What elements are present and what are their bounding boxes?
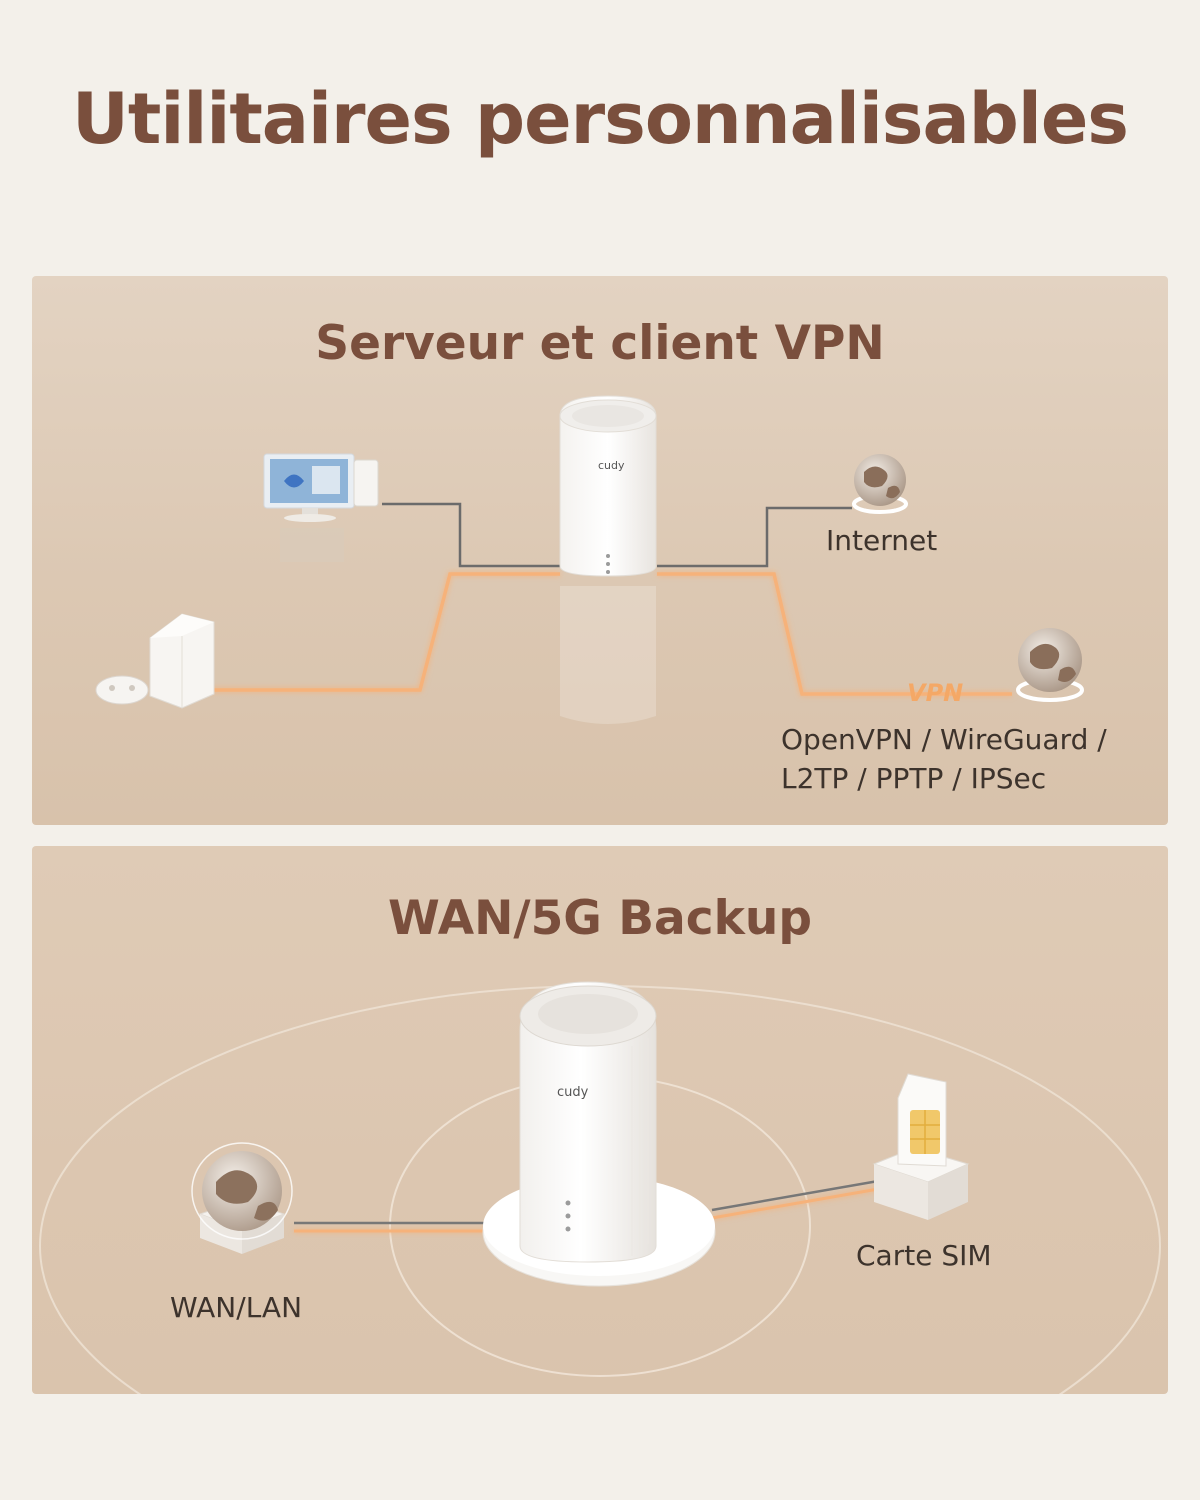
glow-cable-console <box>192 572 560 692</box>
vpn-panel-title: Serveur et client VPN <box>315 316 885 371</box>
svg-text:cudy: cudy <box>598 459 625 472</box>
wan-panel: WAN/5G Backup <box>32 846 1168 1394</box>
vpn-tag: VPN <box>907 679 963 707</box>
vpn-diagram: VPN cudy <box>95 395 1084 724</box>
cable-monitor-router <box>382 502 562 568</box>
glow-cable-vpn <box>657 572 1012 696</box>
page-title: Utilitaires personnalisables <box>72 78 1129 160</box>
router-icon: cudy <box>559 395 657 724</box>
wan-diagram: cudy <box>39 981 1161 1394</box>
sim-card-label: Carte SIM <box>856 1239 992 1272</box>
wan-lan-label: WAN/LAN <box>170 1291 303 1324</box>
wan-panel-title: WAN/5G Backup <box>387 891 812 946</box>
vpn-globe-icon <box>1016 628 1084 702</box>
svg-text:cudy: cudy <box>557 1085 589 1100</box>
pc-icon <box>263 453 379 562</box>
vpn-protocols-label: OpenVPN / WireGuard / L2TP / PPTP / IPSe… <box>781 720 1107 798</box>
cable-router-sim <box>711 1178 885 1212</box>
vpn-panel: Serveur et client VPN VPN <box>32 276 1168 825</box>
vpn-protocols-line-2: L2TP / PPTP / IPSec <box>781 762 1047 795</box>
cable-router-internet <box>657 506 852 568</box>
router-icon: cudy <box>519 981 657 1263</box>
internet-globe-icon <box>852 454 908 514</box>
vpn-protocols-line-1: OpenVPN / WireGuard / <box>781 723 1107 756</box>
glow-cable-sim <box>711 1186 885 1220</box>
sim-card-icon <box>872 1073 970 1220</box>
internet-label: Internet <box>826 524 938 557</box>
wan-globe-icon <box>191 1142 293 1254</box>
console-icon <box>95 613 215 709</box>
